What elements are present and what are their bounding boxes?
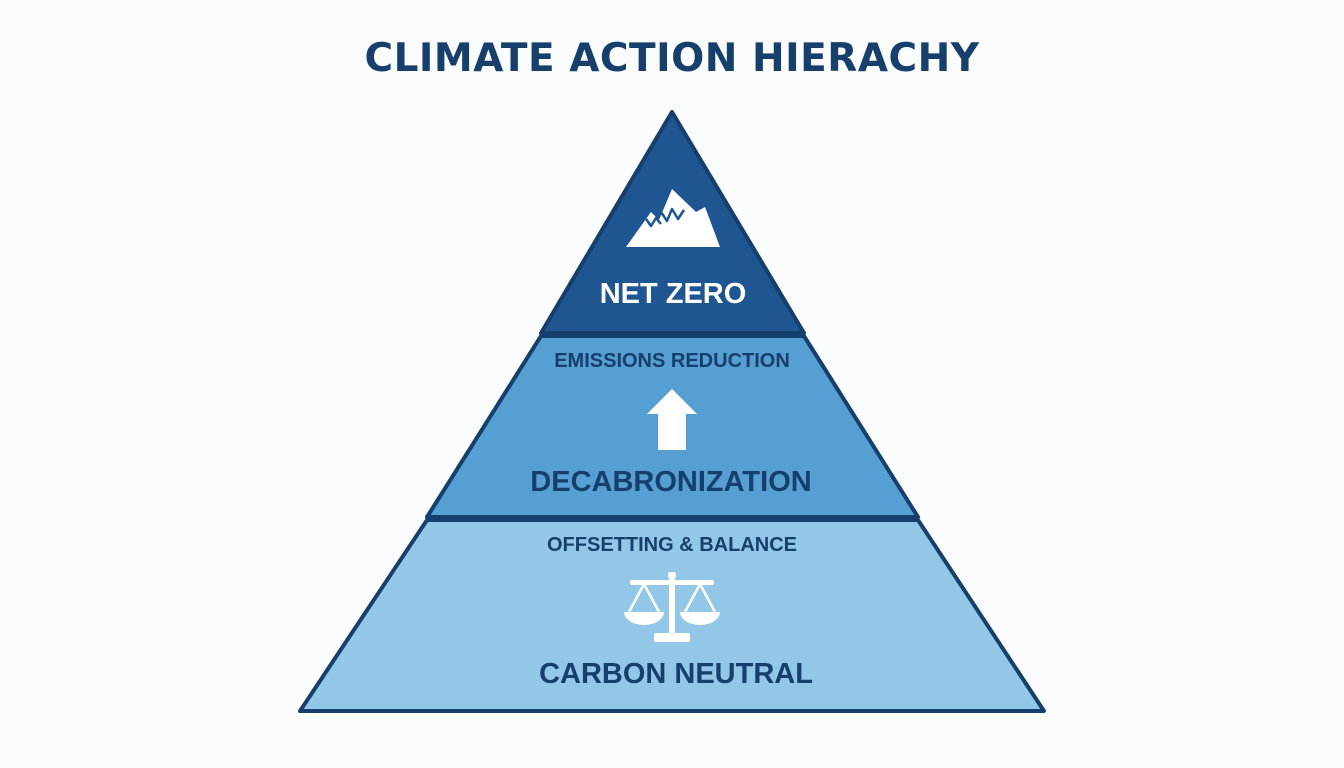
tier-bottom-label: CARBON NEUTRAL — [539, 658, 813, 690]
scale-icon — [624, 572, 720, 642]
tier-bottom: OFFSETTING & BALANCE CARBON NEUTRAL — [298, 518, 1046, 713]
page-title: CLIMATE ACTION HIERACHY — [364, 36, 980, 81]
arrow-up-icon — [647, 389, 697, 450]
tier-middle-label: DECABRONIZATION — [530, 466, 811, 498]
tier-top: NET ZERO — [539, 110, 806, 335]
mountain-icon — [626, 189, 720, 247]
tier-middle: EMISSIONS REDUCTION DECABRONIZATION — [425, 334, 920, 519]
tier-middle-sublabel: EMISSIONS REDUCTION — [554, 350, 790, 372]
tier-bottom-sublabel: OFFSETTING & BALANCE — [547, 534, 797, 556]
tier-top-label: NET ZERO — [600, 278, 747, 310]
